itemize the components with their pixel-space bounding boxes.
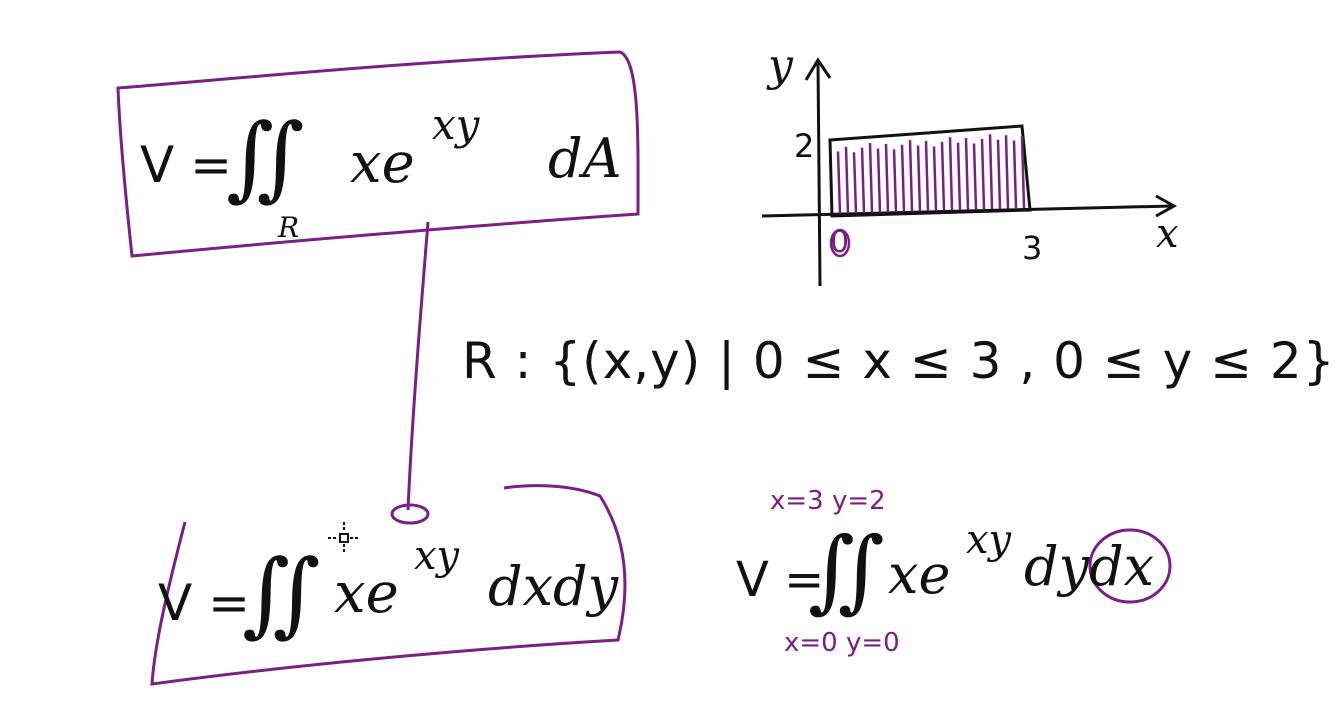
move-cursor-icon	[326, 520, 362, 556]
bl-integrand: xe	[334, 561, 399, 626]
top-differential: dA	[548, 127, 622, 190]
graph-y-label: y	[768, 40, 793, 91]
dx-circle	[1088, 528, 1172, 604]
hatch-stroke	[948, 137, 954, 211]
br-integrand: xe	[888, 543, 951, 606]
top-lhs: V =	[140, 136, 232, 194]
hatch-stroke	[972, 143, 978, 210]
hatch-stroke	[860, 147, 866, 214]
br-upper-limits: x=3 y=2	[770, 486, 886, 516]
graph-x-tick: 3	[1022, 229, 1043, 267]
graph-x-label: x	[1156, 211, 1179, 257]
hatch-stroke	[988, 134, 994, 210]
br-lhs: V =	[736, 552, 825, 608]
ink-strokes	[116, 50, 1178, 686]
bl-differential: dxdy	[488, 555, 619, 618]
bl-lhs: V =	[158, 574, 250, 632]
hatch-stroke	[996, 139, 1002, 209]
region-definition: R : {(x,y) | 0 ≤ x ≤ 3 , 0 ≤ y ≤ 2}	[462, 332, 1336, 390]
hatch-stroke	[1004, 135, 1010, 209]
whiteboard: V = ∬ R xe xy dA y x 2 3 0 R : {(x,y) | …	[116, 40, 1335, 686]
graph-origin: 0	[830, 225, 850, 260]
br-integrals: ∬	[808, 518, 885, 623]
hatch-stroke	[852, 152, 858, 214]
bottom-equation-box	[150, 484, 627, 686]
y-axis-arrow	[804, 57, 832, 81]
hatch-stroke	[964, 138, 970, 210]
br-lower-limits: x=0 y=0	[784, 628, 900, 658]
region-shading	[836, 134, 1026, 214]
br-exponent: xy	[966, 517, 1012, 563]
hatch-stroke	[916, 145, 922, 212]
hatch-stroke	[1020, 135, 1026, 209]
y-axis	[816, 61, 822, 287]
hatch-stroke	[956, 142, 962, 211]
hatch-stroke	[924, 140, 930, 212]
graph-y-tick: 2	[794, 127, 815, 165]
top-equation-box	[116, 50, 640, 258]
top-region-sub: R	[278, 211, 300, 244]
top-integrand: xe	[350, 131, 415, 196]
bl-exponent: xy	[414, 533, 460, 579]
hatch-stroke	[844, 146, 850, 214]
hatch-stroke	[892, 149, 898, 213]
connector-end	[390, 503, 430, 525]
connector-line	[406, 221, 430, 511]
hatch-stroke	[836, 151, 842, 214]
region-rectangle	[828, 124, 1032, 218]
top-integrals: ∬	[226, 104, 305, 211]
x-axis-arrow	[1155, 194, 1178, 218]
hatch-stroke	[940, 141, 946, 211]
br-differential: dydx	[1024, 535, 1155, 598]
hatch-stroke	[980, 138, 986, 210]
hatch-stroke	[900, 144, 906, 212]
hatch-stroke	[932, 146, 938, 211]
bl-integrals: ∬	[242, 540, 321, 647]
hatch-stroke	[876, 148, 882, 213]
hatch-stroke	[1012, 140, 1018, 209]
origin-circle	[829, 228, 851, 258]
hatch-stroke	[884, 143, 890, 213]
top-exponent: xy	[432, 100, 480, 149]
hatch-stroke	[908, 140, 914, 212]
hatch-stroke	[868, 143, 874, 213]
